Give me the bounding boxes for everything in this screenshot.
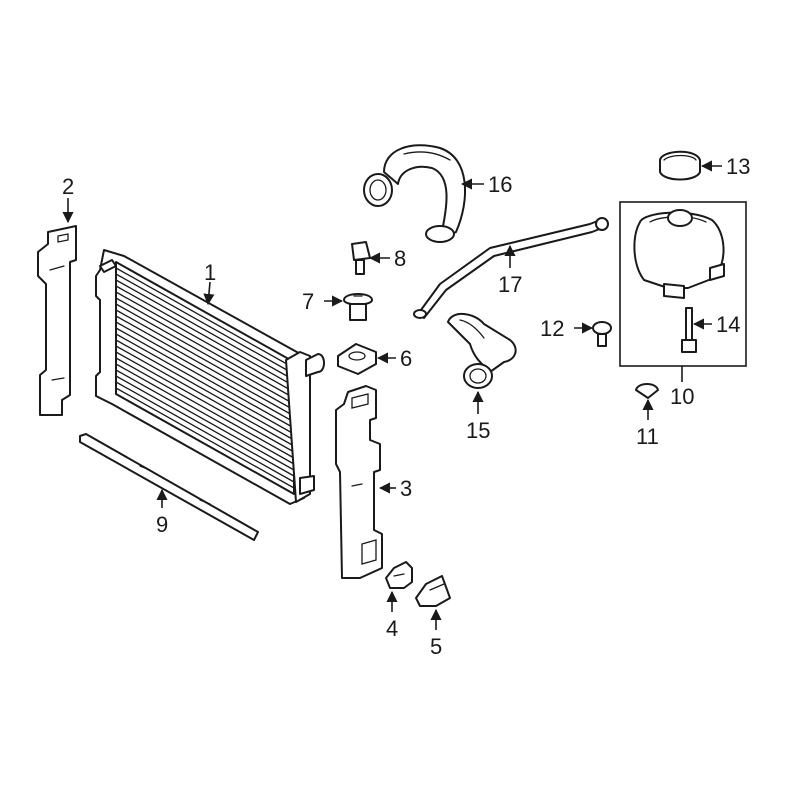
radiator-fin-line [115, 363, 295, 465]
radiator-fin-line [115, 297, 295, 399]
part-14-level-sensor [681, 307, 697, 353]
callout-5: 5 [430, 634, 442, 659]
radiator-fin-line [115, 381, 295, 483]
part-5-mount [415, 575, 451, 607]
part-15-lower-hose [447, 313, 517, 389]
radiator-fin-line [115, 339, 295, 441]
callout-7: 7 [302, 289, 314, 314]
radiator-fin-line [115, 357, 295, 459]
part-8-bolt [351, 241, 371, 275]
part-7-grommet [343, 293, 373, 321]
radiator-fin-line [115, 285, 295, 387]
leader-lines [62, 160, 722, 630]
radiator-fin-line [115, 267, 295, 369]
radiator-fin-line [115, 279, 295, 381]
radiator-fins [115, 267, 295, 489]
callout-labels: 1 2 3 4 5 6 7 8 9 10 11 12 13 14 15 16 1… [62, 154, 750, 659]
callout-14: 14 [716, 312, 740, 337]
callout-10: 10 [670, 384, 694, 409]
radiator-fin-line [115, 327, 295, 429]
radiator-fin-line [115, 333, 295, 435]
callout-11: 11 [636, 424, 659, 449]
callout-3: 3 [400, 476, 412, 501]
callout-1: 1 [204, 260, 216, 285]
part-6-rubber-mount [337, 343, 377, 375]
callout-2: 2 [62, 174, 74, 199]
radiator-fin-line [115, 345, 295, 447]
part-11-grommet [635, 383, 659, 399]
callout-15: 15 [466, 418, 490, 443]
part-4-clip [385, 561, 413, 589]
part-17-bleed-pipe [413, 217, 609, 319]
radiator-fin-line [115, 387, 295, 489]
part-16-upper-hose [363, 144, 466, 243]
callout-6: 6 [400, 346, 412, 371]
part-12-bolt [592, 321, 612, 347]
callout-4: 4 [386, 616, 398, 641]
radiator-fin-line [115, 351, 295, 453]
radiator-fin-line [115, 321, 295, 423]
callout-9: 9 [156, 512, 168, 537]
callout-12: 12 [540, 316, 564, 341]
part-2-left-bracket [37, 225, 77, 416]
radiator-fin-line [115, 375, 295, 477]
radiator-fin-line [115, 303, 295, 405]
part-10-expansion-tank-box [619, 201, 747, 367]
radiator-fin-line [115, 369, 295, 471]
callout-13: 13 [726, 154, 750, 179]
part-13-cap [659, 150, 701, 181]
part-9-air-seal [79, 433, 259, 541]
radiator-fin-line [115, 291, 295, 393]
callout-17: 17 [498, 272, 522, 297]
radiator-fin-line [115, 309, 295, 411]
callout-16: 16 [488, 172, 512, 197]
callout-8: 8 [394, 246, 406, 271]
part-3-right-bracket [335, 385, 383, 579]
part-1-radiator [95, 249, 325, 505]
radiator-fin-line [115, 315, 295, 417]
radiator-fin-line [115, 273, 295, 375]
